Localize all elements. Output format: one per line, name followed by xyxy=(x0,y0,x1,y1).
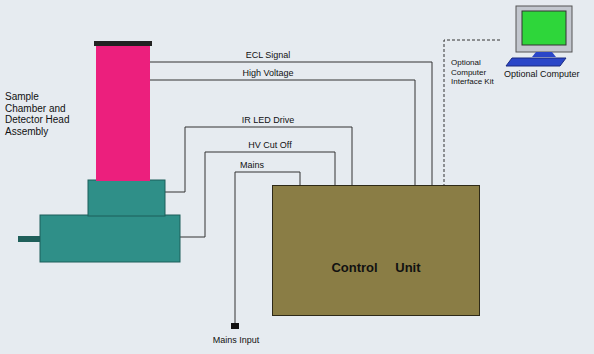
signal-label: IR LED Drive xyxy=(240,115,297,125)
signal-label: ECL Signal xyxy=(244,50,293,60)
computer-node: Optional Computer xyxy=(500,4,592,82)
keyboard xyxy=(506,58,566,66)
signal-wire xyxy=(150,80,415,185)
signal-label: High Voltage xyxy=(240,68,295,78)
signal-label: HV Cut Off xyxy=(246,140,293,150)
control-unit-box: Control Unit xyxy=(272,185,480,316)
chamber-lid xyxy=(94,41,152,46)
signal-wire xyxy=(150,127,352,192)
monitor-screen xyxy=(522,11,566,45)
monitor-stand xyxy=(532,52,556,57)
monitor-frame xyxy=(516,6,572,52)
input-label: Mains Input xyxy=(211,335,262,345)
detector-block xyxy=(88,180,165,216)
assembly-node: Sample Chamber and Detector Head Assembl… xyxy=(4,43,150,262)
sample-chamber xyxy=(96,45,150,181)
base-block xyxy=(40,215,180,262)
unit-title: Control Unit xyxy=(273,260,479,275)
base-nub xyxy=(18,236,40,242)
signal-wire xyxy=(150,62,432,185)
signal-label: Optional Computer Interface Kit xyxy=(449,58,503,87)
mains-plug xyxy=(231,323,239,329)
part-label: Optional Computer xyxy=(504,69,580,79)
part-label: Sample Chamber and Detector Head Assembl… xyxy=(5,91,75,137)
wire-label: Mains xyxy=(238,160,266,170)
